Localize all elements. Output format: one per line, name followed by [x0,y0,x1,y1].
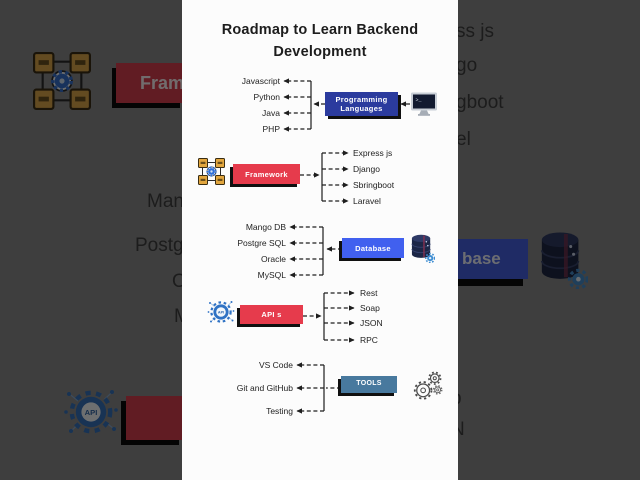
list-item-rest: Rest [360,288,378,298]
list-item-java: Java [262,108,280,118]
gears-icon [412,369,443,407]
list-item-oracle: Oracle [260,254,286,264]
svg-text:>_: >_ [416,98,423,104]
list-item-json: JSON [360,318,383,328]
apis-box-label: API s [261,310,282,319]
framework-box-fragment-label: Fram [139,72,184,93]
tools-box-label: TOOLS [356,380,382,388]
list-item-laravel: Laravel [353,196,381,206]
list-item-testing: Testing [266,406,293,416]
list-item-git: Git and GitHub [236,383,293,393]
bg-fragment-laravel: el [456,129,471,150]
apis-box: API s [240,305,303,324]
database-box: Database [342,238,404,258]
database-box-fragment-label: base [462,249,501,268]
list-item-vscode: VS Code [258,360,293,370]
bg-fragment-express: ss js [456,21,494,42]
bg-fragment-postgre: Postg [135,235,184,256]
tools-box: TOOLS [341,376,397,393]
database-icon [538,231,589,294]
bg-fragment-springboot: gboot [456,92,504,113]
list-item-mangodb: Mango DB [245,222,286,232]
api-box-fragment [126,396,184,440]
api-icon: API [207,298,235,331]
database-box-fragment: base [456,239,528,279]
list-item-php: PHP [262,124,280,134]
terminal-icon: >_ [410,92,438,121]
framework-box-fragment: Fram [116,63,184,103]
list-item-soap: Soap [360,303,380,313]
list-item-python: Python [253,92,280,102]
framework-box-label: Framework [245,169,288,179]
database-box-label: Database [355,243,391,253]
list-item-mysql: MySQL [257,270,286,280]
list-item-rpc: RPC [360,335,378,345]
languages-box: Programming Languages [325,92,398,116]
framework-box: Framework [233,164,300,184]
api-icon: API [63,384,119,445]
list-item-expressjs: Express js [353,148,393,158]
list-item-postgresql: Postgre SQL [237,238,286,248]
page-title: Roadmap to Learn Backend Development [221,22,419,60]
framework-icon [198,158,225,190]
database-icon [410,234,436,268]
svg-text:API: API [85,408,98,417]
list-item-django: Django [353,164,380,174]
framework-icon [33,52,92,115]
languages-box-label: Programming Languages [335,95,388,113]
roadmap-panel: Roadmap to Learn Backend Development [182,0,458,480]
bg-fragment-mango: Man [147,191,184,212]
list-item-springboot: Sbringboot [353,180,395,190]
svg-text:API: API [218,311,224,315]
bg-fragment-django: go [456,55,478,76]
list-item-javascript: Javascript [241,76,280,86]
